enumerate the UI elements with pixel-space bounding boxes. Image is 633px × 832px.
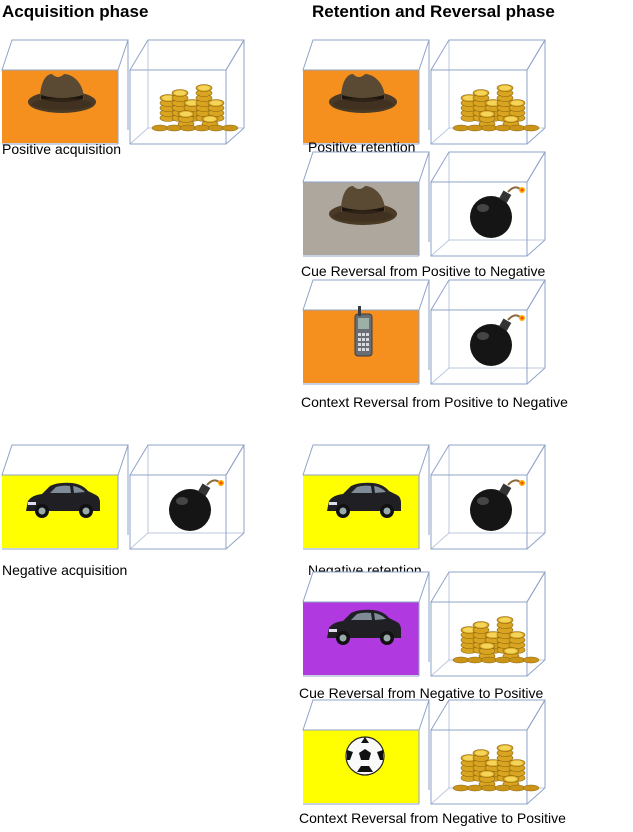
context-box bbox=[302, 151, 430, 257]
box-lid bbox=[430, 151, 546, 183]
car-icon bbox=[327, 609, 401, 645]
trial-label: Negative acquisition bbox=[2, 562, 128, 578]
box-lid bbox=[302, 571, 430, 603]
outcome-box bbox=[430, 571, 546, 677]
box-lid bbox=[302, 444, 430, 476]
hat-icon bbox=[329, 74, 397, 113]
outcome-box bbox=[430, 699, 546, 805]
box-lid bbox=[129, 444, 245, 476]
outcome-box bbox=[430, 39, 546, 145]
box-lid bbox=[129, 39, 245, 71]
context-box bbox=[302, 279, 430, 385]
trial-positive-acquisition bbox=[1, 39, 247, 155]
outcome-box bbox=[430, 279, 546, 385]
context-box-pair bbox=[1, 444, 245, 550]
outcome-box bbox=[129, 39, 245, 145]
box-lid bbox=[302, 699, 430, 731]
bomb-icon bbox=[169, 479, 224, 531]
acquisition-phase-heading: Acquisition phase bbox=[2, 2, 149, 21]
context-box-pair bbox=[302, 151, 546, 257]
context-box bbox=[1, 39, 129, 145]
box-lid bbox=[430, 279, 546, 311]
trial-negative-retention bbox=[302, 444, 548, 560]
box-lid bbox=[430, 39, 546, 71]
trial-cue-reversal-pos-neg bbox=[302, 151, 548, 267]
coins-icon bbox=[452, 616, 540, 664]
context-box-pair bbox=[302, 279, 546, 385]
trial-negative-acquisition bbox=[1, 444, 247, 560]
outcome-box bbox=[430, 151, 546, 257]
trial-context-reversal-neg-pos bbox=[302, 699, 548, 815]
trial-label: Positive acquisition bbox=[2, 141, 122, 157]
trial-cue-reversal-neg-pos bbox=[302, 571, 548, 687]
context-box bbox=[302, 444, 430, 550]
bomb-icon bbox=[470, 479, 525, 531]
context-box-pair bbox=[302, 39, 546, 145]
box-lid bbox=[1, 444, 129, 476]
phone-icon bbox=[354, 306, 373, 357]
box-lid bbox=[302, 39, 430, 71]
context-box bbox=[302, 699, 430, 805]
bomb-icon bbox=[470, 186, 525, 238]
trial-label: Context Reversal from Negative to Positi… bbox=[299, 810, 566, 826]
context-box-pair bbox=[302, 699, 546, 805]
context-box bbox=[1, 444, 129, 550]
ball-icon bbox=[345, 736, 385, 776]
coins-icon bbox=[151, 84, 239, 132]
hat-icon bbox=[329, 186, 397, 225]
context-box-pair bbox=[1, 39, 245, 145]
coins-icon bbox=[452, 744, 540, 792]
trial-label: Context Reversal from Positive to Negati… bbox=[301, 394, 568, 410]
context-box-pair bbox=[302, 571, 546, 677]
outcome-box bbox=[129, 444, 245, 550]
box-lid bbox=[430, 699, 546, 731]
box-lid bbox=[1, 39, 129, 71]
box-lid bbox=[430, 571, 546, 603]
car-icon bbox=[26, 482, 100, 518]
bomb-icon bbox=[470, 314, 525, 366]
coins-icon bbox=[452, 84, 540, 132]
trial-context-reversal-pos-neg bbox=[302, 279, 548, 395]
car-icon bbox=[327, 482, 401, 518]
trial-label: Cue Reversal from Negative to Positive bbox=[299, 685, 544, 701]
context-box-pair bbox=[302, 444, 546, 550]
hat-icon bbox=[28, 74, 96, 113]
box-lid bbox=[302, 279, 430, 311]
box-lid bbox=[430, 444, 546, 476]
retention-reversal-phase-heading: Retention and Reversal phase bbox=[312, 2, 555, 21]
outcome-box bbox=[430, 444, 546, 550]
box-lid bbox=[302, 151, 430, 183]
trial-label: Positive retention bbox=[308, 139, 416, 155]
trial-label: Cue Reversal from Positive to Negative bbox=[301, 263, 546, 279]
trial-positive-retention bbox=[302, 39, 548, 155]
context-box bbox=[302, 39, 430, 145]
context-box bbox=[302, 571, 430, 677]
